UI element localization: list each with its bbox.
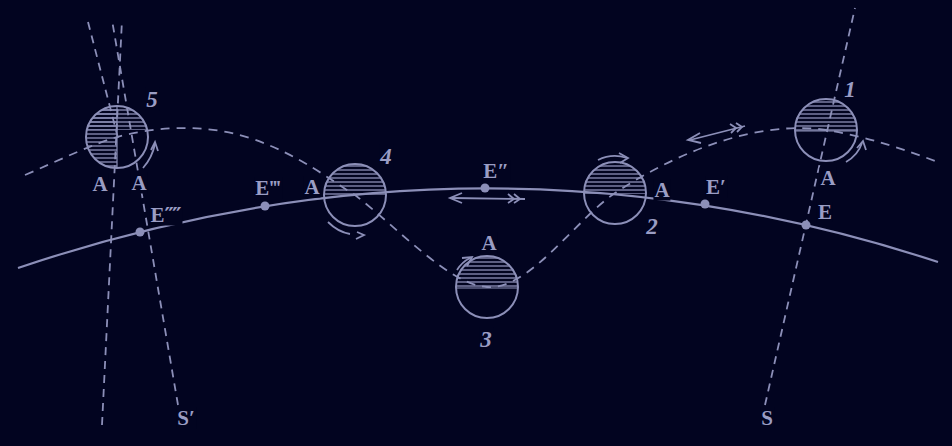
point-label: A	[819, 168, 836, 189]
point-label: S	[760, 408, 774, 429]
callout-number: 4	[379, 145, 393, 168]
point-label: A	[653, 180, 670, 201]
callout-number: 5	[145, 88, 159, 111]
callout-number: 1	[843, 78, 857, 101]
point-label: E‴	[254, 178, 282, 199]
callout-number: 2	[645, 215, 659, 238]
point-label: E⁗	[149, 205, 182, 226]
point-label: E″	[482, 161, 510, 182]
point-label: S′	[176, 408, 196, 429]
callout-number: 3	[479, 328, 493, 351]
point-label: E	[817, 202, 833, 223]
point-label: A	[480, 233, 497, 254]
point-label: E′	[705, 177, 727, 198]
point-label: A	[303, 177, 320, 198]
point-label: A	[130, 173, 147, 194]
point-label: A	[91, 174, 108, 195]
